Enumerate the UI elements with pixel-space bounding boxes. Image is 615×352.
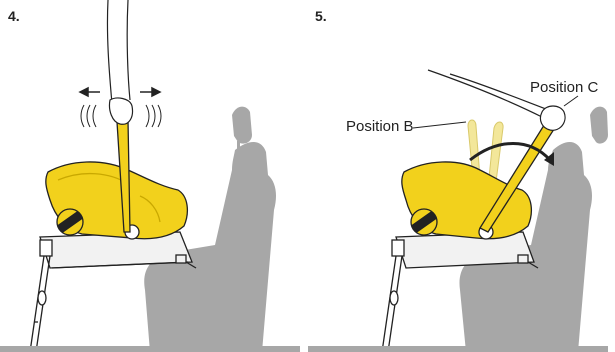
floor xyxy=(308,346,608,352)
position-c-label: Position C xyxy=(530,79,599,96)
hand-icon xyxy=(106,0,134,125)
step-5-number: 5. xyxy=(315,8,327,24)
infant-carrier xyxy=(45,161,189,240)
headrest xyxy=(590,106,608,144)
curved-arrow-icon xyxy=(469,142,554,166)
arrow-left-icon xyxy=(78,86,100,98)
infant-carrier xyxy=(401,161,533,240)
vibration-marks xyxy=(80,104,162,128)
position-c-leader xyxy=(563,95,579,107)
step-4-panel: 4. xyxy=(0,0,300,352)
step-5-illustration xyxy=(308,69,608,352)
load-leg xyxy=(29,239,53,352)
vehicle-seat xyxy=(144,106,276,352)
position-b-label: Position B xyxy=(346,118,414,135)
position-b-leader xyxy=(412,121,467,129)
load-leg xyxy=(381,239,405,352)
headrest xyxy=(232,106,252,144)
step-4-illustration xyxy=(0,0,300,352)
floor xyxy=(0,346,300,352)
step-5-panel: 5. xyxy=(308,0,608,352)
hand-icon xyxy=(427,69,566,131)
arrow-right-icon xyxy=(140,86,162,98)
step-4-number: 4. xyxy=(8,8,20,24)
